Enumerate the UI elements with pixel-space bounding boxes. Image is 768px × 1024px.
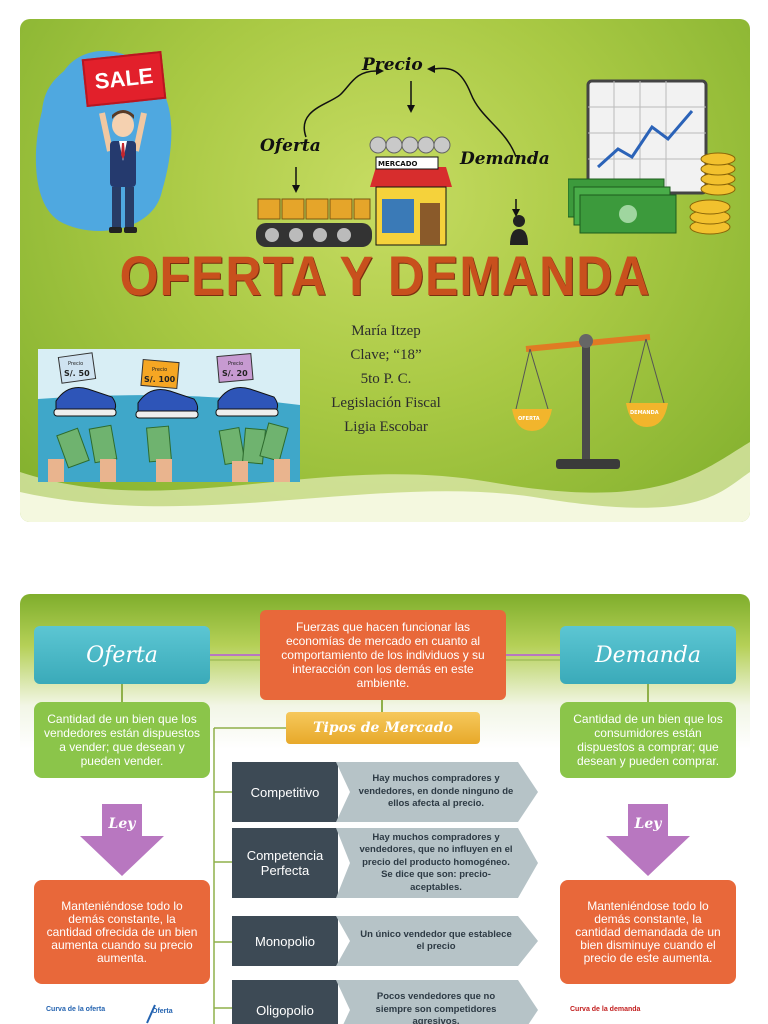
precio-label: Precio bbox=[362, 55, 423, 75]
ley-oferta-label: Ley bbox=[108, 816, 136, 832]
oferta-label: Oferta bbox=[260, 136, 321, 156]
sale-sign: SALE bbox=[81, 50, 167, 108]
price-tag: Precio S/. 100 bbox=[140, 358, 180, 390]
market-stall-icon bbox=[370, 156, 452, 246]
market-type-description: Pocos vendedores que no siempre son comp… bbox=[336, 980, 538, 1024]
oferta-header: Oferta bbox=[34, 626, 210, 684]
oferta-curve-tag: Oferta bbox=[152, 1008, 173, 1015]
tipos-de-mercado-label: Tipos de Mercado bbox=[286, 712, 480, 744]
shoes-price-illustration: Precio S/. 50 Precio S/. 100 Precio S/. … bbox=[38, 349, 300, 482]
author-credits: María Itzep Clave; “18” 5to P. C. Legisl… bbox=[300, 319, 472, 439]
market-type-name: Competitivo bbox=[232, 762, 338, 822]
cover-slide: SALE bbox=[20, 19, 750, 522]
sneaker-icon bbox=[215, 387, 279, 417]
coins-icon bbox=[369, 136, 451, 154]
market-type-name: Competencia Perfecta bbox=[232, 828, 338, 898]
market-type-name: Oligopolio bbox=[232, 980, 338, 1024]
svg-text:S/. 100: S/. 100 bbox=[144, 375, 176, 384]
oferta-definition: Cantidad de un bien que los vendedores e… bbox=[34, 702, 210, 778]
market-type-description: Un único vendedor que establece el preci… bbox=[336, 916, 538, 966]
curva-demanda-label: Curva de la demanda bbox=[570, 1006, 641, 1013]
price-tag: Precio S/. 50 bbox=[57, 352, 97, 384]
svg-text:S/. 20: S/. 20 bbox=[222, 369, 248, 378]
market-type-description: Hay muchos compradores y vendedores, en … bbox=[336, 762, 538, 822]
concept-map-slide: Oferta Demanda Fuerzas que hacen funcion… bbox=[20, 594, 750, 1024]
bottom-wave-decoration bbox=[20, 442, 750, 522]
credit-line: Clave; “18” bbox=[350, 347, 422, 363]
salesman-figure bbox=[99, 110, 147, 233]
consumer-person-icon bbox=[510, 215, 528, 245]
ley-demanda-label: Ley bbox=[634, 816, 662, 832]
finance-chart-money-icon bbox=[568, 79, 736, 235]
credit-line: María Itzep bbox=[351, 323, 421, 339]
svg-text:Precio: Precio bbox=[228, 361, 243, 367]
sneaker-icon bbox=[53, 387, 117, 417]
price-tag: Precio S/. 20 bbox=[216, 353, 254, 383]
presentation-title: OFERTA Y DEMANDA bbox=[119, 244, 651, 308]
svg-text:Precio: Precio bbox=[68, 361, 83, 367]
market-type-name: Monopolio bbox=[232, 916, 338, 966]
down-arrow-icon bbox=[80, 804, 164, 876]
market-forces-definition: Fuerzas que hacen funcionar las economía… bbox=[260, 610, 506, 700]
demanda-header: Demanda bbox=[560, 626, 736, 684]
credit-line: Legislación Fiscal bbox=[331, 395, 441, 411]
sneaker-icon bbox=[135, 389, 199, 419]
market-flow-diagram: MERCADO bbox=[256, 65, 528, 247]
down-arrow-icon bbox=[606, 804, 690, 876]
conveyor-boxes-icon bbox=[256, 198, 372, 247]
svg-text:S/. 50: S/. 50 bbox=[64, 369, 90, 378]
supply-curve-icon bbox=[146, 1004, 156, 1024]
scale-oferta-label: OFERTA bbox=[518, 416, 540, 422]
scale-demanda-label: DEMANDA bbox=[630, 410, 659, 416]
ley-oferta-text: Manteniéndose todo lo demás constante, l… bbox=[34, 880, 210, 984]
balance-scale-icon: OFERTA DEMANDA bbox=[512, 334, 668, 469]
demanda-label: Demanda bbox=[460, 149, 550, 169]
svg-text:Precio: Precio bbox=[152, 367, 167, 373]
mercado-sign-text: MERCADO bbox=[378, 160, 418, 168]
credit-line: Ligia Escobar bbox=[344, 419, 428, 435]
market-type-description: Hay muchos compradores y vendedores, que… bbox=[336, 828, 538, 898]
ley-demanda-text: Manteniéndose todo lo demás constante, l… bbox=[560, 880, 736, 984]
credit-line: 5to P. C. bbox=[360, 371, 412, 387]
curva-oferta-label: Curva de la oferta bbox=[46, 1006, 106, 1013]
demanda-definition: Cantidad de un bien que los consumidores… bbox=[560, 702, 736, 778]
